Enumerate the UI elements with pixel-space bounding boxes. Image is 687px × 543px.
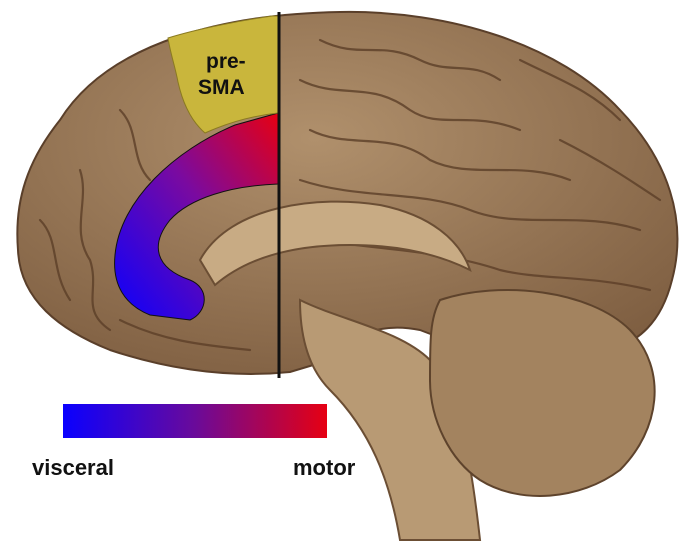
scale-left-label: visceral	[32, 457, 114, 479]
pre-sma-label-line1: pre-	[206, 51, 246, 72]
visceral-motor-scale-bar	[63, 404, 327, 438]
scale-right-label: motor	[293, 457, 355, 479]
cerebellum-shape	[430, 290, 655, 496]
pre-sma-label-line2: SMA	[198, 77, 245, 98]
